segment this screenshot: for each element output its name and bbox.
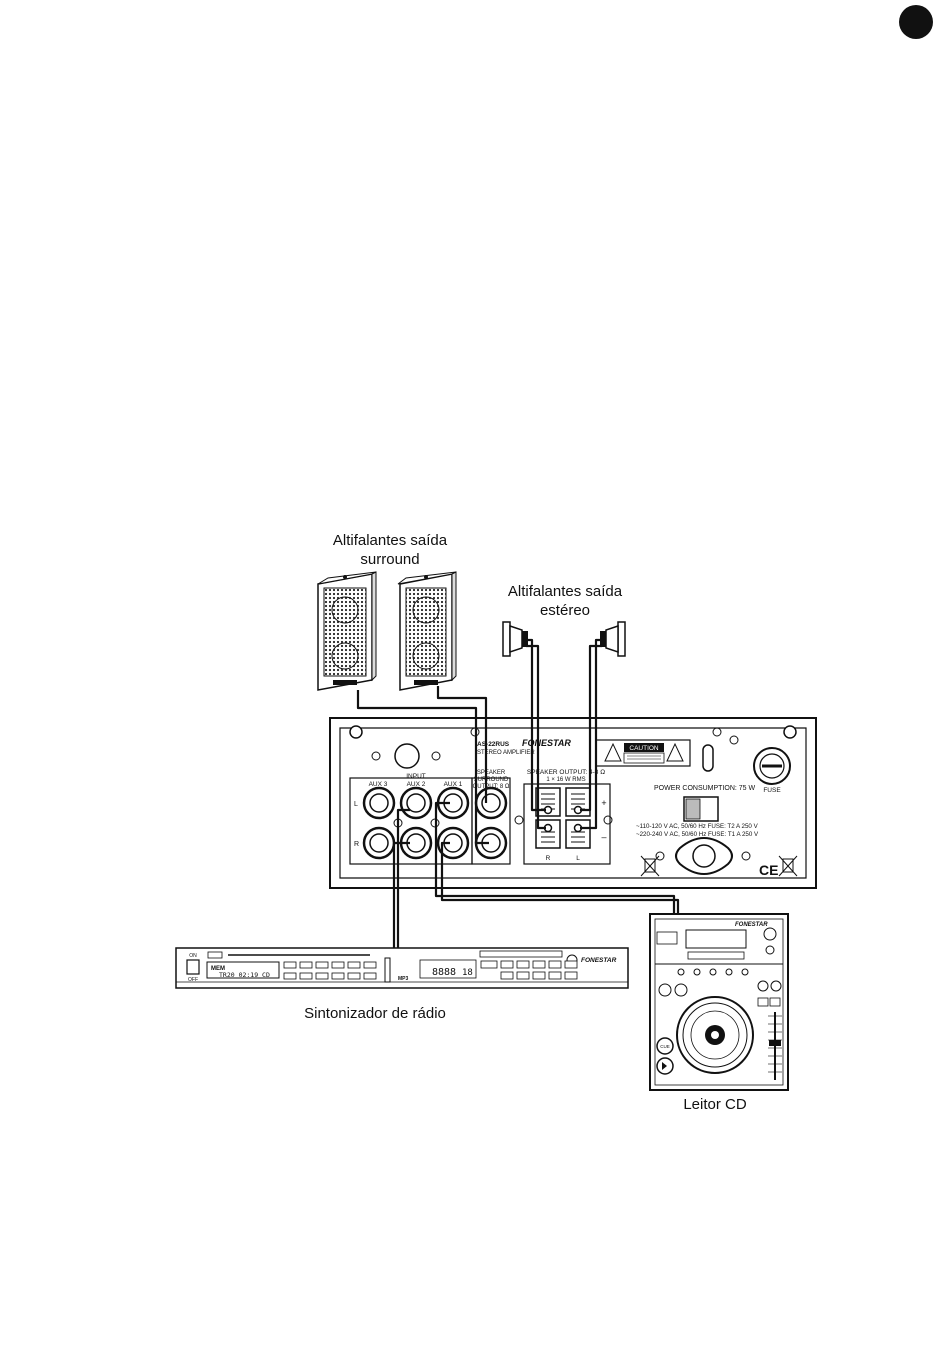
tuner-display-number: 18	[462, 968, 473, 978]
stereo-speakers-caption: Altifalantes saída estéreo	[507, 583, 623, 619]
cd-brand-label: FONESTAR	[735, 922, 768, 928]
cable-tuner-aux2-l	[396, 808, 410, 948]
amp-model-label: AS-22RUS	[477, 741, 510, 748]
cue-button: CUE	[656, 1037, 674, 1055]
cable-stereo-left-b	[526, 644, 546, 830]
tuner-mp3-label: MP3	[398, 976, 409, 982]
tuner-preset-buttons	[480, 960, 578, 980]
surround-sub-label: SURROUND	[474, 777, 509, 783]
cable-cd-aux1-r	[434, 801, 676, 914]
aux3-l-jack	[362, 786, 396, 820]
stereo-horn-speaker-right	[600, 621, 626, 657]
aux1-r-jack	[436, 826, 470, 860]
input-label: INPUT	[406, 773, 426, 780]
aux3-r-jack	[362, 826, 396, 860]
channel-r-label: R	[354, 841, 359, 848]
aux3-label: AUX 3	[369, 781, 388, 788]
aux2-l-jack	[399, 786, 433, 820]
terminal-l-label: L	[576, 855, 580, 862]
amp-brand-label: FONESTAR	[522, 738, 571, 748]
terminal-r-label: R	[546, 855, 551, 862]
stereo-horn-speaker-left	[502, 621, 528, 657]
surround-out-jack-top	[474, 786, 508, 820]
voltage-110-label: ~110-120 V AC, 50/60 Hz FUSE: T2 A 250 V	[636, 823, 759, 830]
weee-bin-icon	[640, 855, 660, 877]
fuse-holder	[753, 747, 791, 785]
surround-speakers-caption: Altifalantes saída surround	[332, 532, 448, 568]
svg-text:CUE: CUE	[660, 1044, 670, 1049]
speaker-terminal-r	[535, 787, 561, 849]
radio-tuner-front: ON OFF MEM TR20 02:19 CD MP3 FONESTAR	[175, 947, 629, 989]
cd-player-caption: Leitor CD	[683, 1096, 747, 1113]
speaker-watts-label: 1 × 16 W RMS	[546, 777, 585, 783]
amplifier-rear-panel: AS-22RUS STEREO AMPLIFIER FONESTAR CAUTI…	[329, 717, 817, 889]
ce-mark: CE	[759, 862, 778, 878]
tuner-display-digits: 8888	[432, 967, 456, 978]
terminal-minus-label: –	[601, 832, 606, 842]
tuner-power-switch	[186, 959, 200, 975]
cable-stereo-right-a	[580, 638, 602, 830]
cd-control-buttons	[658, 968, 782, 1007]
voltage-220-label: ~220-240 V AC, 50/60 Hz FUSE: T1 A 250 V	[636, 831, 759, 838]
cables	[356, 638, 680, 948]
aux2-label: AUX 2	[407, 781, 426, 788]
surround-speaker-left	[317, 571, 377, 691]
tuner-transport-buttons	[283, 961, 377, 980]
usb-port	[384, 957, 391, 983]
weee-bin-icon-2	[778, 855, 798, 877]
pitch-fader	[768, 1012, 782, 1080]
tuner-on-label: ON	[189, 953, 197, 959]
surround-title-label: SPEAKER	[477, 770, 506, 776]
cable-cd-aux1-l	[440, 841, 680, 914]
cable-surround-left	[356, 690, 489, 845]
speaker-terminal-l	[565, 787, 591, 849]
terminal-plus-label: +	[601, 798, 606, 808]
fuse-label: FUSE	[763, 787, 781, 794]
channel-l-label: L	[354, 801, 358, 808]
cd-player-top: FONESTAR CUE	[649, 913, 789, 1091]
surround-speaker-right	[397, 571, 457, 691]
cable-tuner-aux2-r	[392, 841, 410, 948]
cable-surround-right	[436, 686, 488, 803]
tuner-brand-label: FONESTAR	[581, 957, 617, 964]
play-pause-button	[656, 1057, 674, 1075]
tuner-lcd-text: TR20 02:19 CD	[219, 971, 270, 979]
cable-stereo-right-b	[580, 644, 602, 812]
caution-label: CAUTION	[629, 745, 659, 752]
jog-wheel	[676, 996, 754, 1074]
amp-type-label: STEREO AMPLIFIER	[477, 750, 535, 756]
tuner-off-label: OFF	[188, 977, 198, 983]
tuner-caption: Sintonizador de rádio	[304, 1005, 446, 1022]
speaker-output-label: SPEAKER OUTPUT: 4-8 Ω	[527, 769, 605, 776]
page-marker-dot	[899, 5, 933, 39]
aux1-label: AUX 1	[444, 781, 463, 788]
power-inlet	[655, 836, 751, 876]
power-consumption-label: POWER CONSUMPTION: 75 W	[654, 785, 756, 792]
tuner-mem-label: MEM	[211, 966, 225, 972]
